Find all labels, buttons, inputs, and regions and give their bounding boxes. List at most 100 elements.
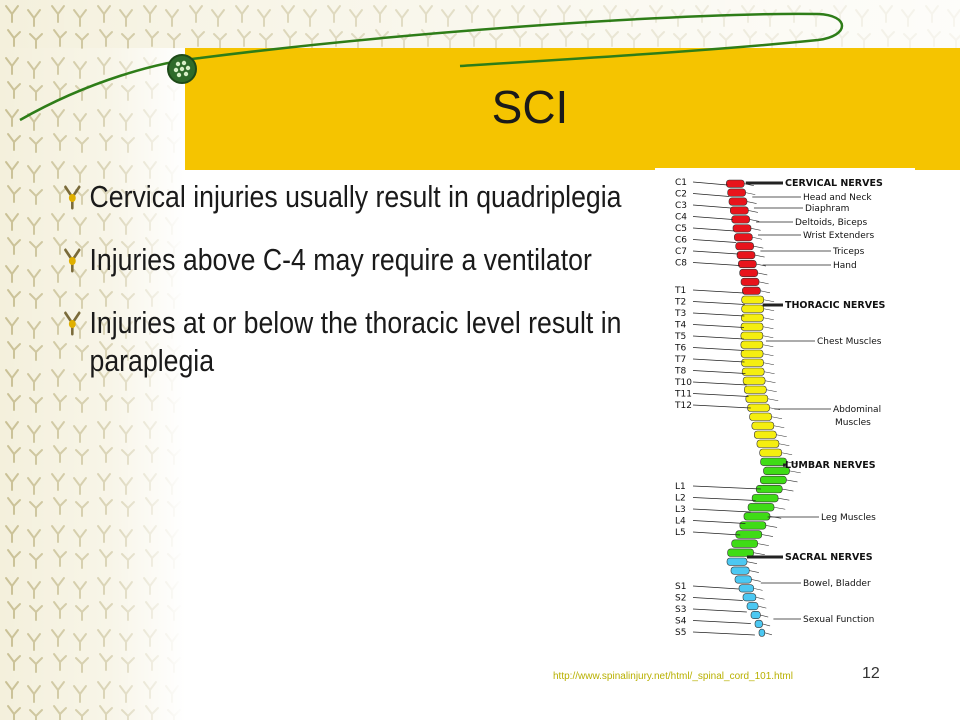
vertebra-label: C2 [675,190,687,200]
bullet-icon [64,311,81,336]
leader-line [692,631,755,636]
swoosh-decoration [19,12,844,122]
source-link[interactable]: http://www.spinalinjury.net/html/_spinal… [553,671,793,682]
vertebra [759,448,783,457]
vertebra-label: C7 [675,247,687,257]
vertebra-label: T11 [674,390,692,400]
bullet-icon [64,185,81,210]
function-label: Hand [833,261,857,271]
vertebra-process [746,561,758,564]
leader-line [692,335,744,340]
vertebra-process [762,335,774,339]
function-label: Deltoids, Biceps [795,218,868,228]
vertebra-label: T6 [674,344,686,354]
vertebra [740,331,764,340]
leader-line [692,301,745,305]
vertebra-label: S2 [675,594,686,604]
leader-line [692,597,743,601]
vertebra-process [749,570,759,573]
nerve-heading: LUMBAR NERVES [785,460,876,471]
vertebra-process [749,219,760,222]
vertebra-process [757,543,769,546]
bullet-item: Injuries at or below the thoracic level … [62,304,640,380]
vertebra [741,304,764,313]
function-label: Leg Muscles [821,513,876,523]
vertebra-label: C5 [675,224,687,234]
orb-icon [167,54,197,84]
vertebra [741,358,764,367]
vertebra [730,206,749,215]
vertebra [751,421,775,430]
vertebra-process [762,326,774,330]
vertebra-label: C6 [675,236,687,246]
vertebra-process [750,228,761,231]
vertebra-process [762,344,774,348]
vertebra [732,224,752,233]
leader-line [692,312,745,317]
vertebra-label: L4 [675,517,686,527]
vertebra-label: T7 [674,355,686,365]
leader-line [692,508,751,513]
nerve-heading: THORACIC NERVES [785,300,886,311]
leader-line [692,239,737,243]
vertebra [742,286,761,295]
vertebra-process [789,470,801,474]
vertebra-process [752,236,762,240]
vertebra [749,412,772,421]
vertebra-process [773,425,785,429]
title-bar [185,48,960,170]
leader-line [692,193,730,197]
vertebra-process [763,299,775,303]
vertebra-process [745,192,756,195]
vertebra [731,215,750,224]
vertebra-label: S1 [675,582,686,592]
vertebra-process [758,605,767,609]
vertebra [727,188,746,197]
vertebra-process [753,552,765,556]
vertebra-label: T2 [674,298,686,308]
leader-line [692,585,739,590]
vertebra-label: S5 [675,628,686,638]
vertebra [738,584,754,593]
leader-line [692,227,735,232]
leader-line [692,393,749,397]
function-label: Bowel, Bladder [803,579,871,589]
vertebra [741,295,764,304]
vertebra-label: L2 [675,494,686,504]
vertebra [739,521,767,530]
vertebra-label: T10 [674,378,692,388]
leader-line [692,358,745,363]
vertebra-process [746,201,757,204]
vertebra-process [755,596,765,600]
vertebra [744,385,767,394]
vertebra [740,277,760,286]
vertebra-process [767,398,779,402]
vertebra-label: S3 [675,605,686,615]
vertebra-label: T4 [674,321,686,331]
nerve-heading: SACRAL NERVES [785,552,873,563]
function-label: Head and Neck [803,193,872,203]
nerve-heading: CERVICAL NERVES [785,178,883,189]
vertebra [746,602,759,611]
leader-line [692,262,740,266]
vertebra-process [766,389,777,393]
vertebra-process [754,254,765,258]
vertebra [735,242,754,251]
vertebra-process [763,317,774,321]
function-label: Triceps [832,247,865,257]
vertebra-process [765,525,778,528]
leader-line [692,620,751,624]
vertebra [756,439,780,448]
vertebra-label: C4 [675,213,687,223]
vertebra [750,611,761,620]
vertebra-label: C8 [675,259,687,269]
vertebra [728,197,748,206]
vertebra-label: L3 [675,505,686,515]
vertebra [747,403,770,412]
left-pattern-fade [0,0,185,720]
vertebra [742,376,766,385]
vertebra-process [764,632,773,636]
leader-line [692,250,738,255]
